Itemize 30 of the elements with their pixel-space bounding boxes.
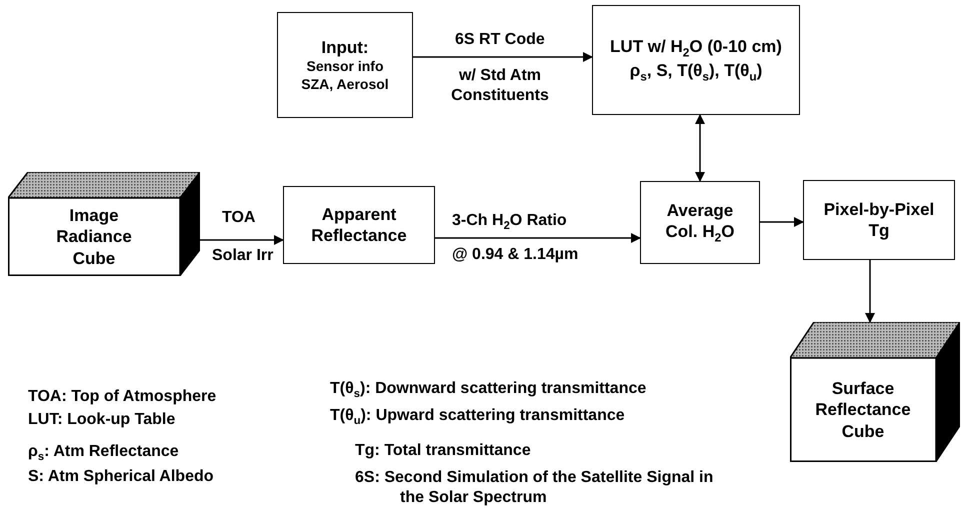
box-text: Apparent Reflectance bbox=[310, 204, 408, 246]
arrow bbox=[435, 233, 641, 243]
arrow bbox=[413, 52, 593, 62]
box-text: Image Radiance Cube bbox=[55, 205, 133, 269]
process-box bbox=[277, 12, 413, 118]
legend-text: S: Atm Spherical Albedo bbox=[28, 467, 214, 487]
box-text: Pixel-by-Pixel Tg bbox=[822, 198, 936, 242]
legend-text: LUT: Look-up Table bbox=[28, 410, 176, 430]
arrow bbox=[695, 114, 705, 182]
process-box bbox=[283, 186, 435, 264]
arrow bbox=[865, 260, 875, 323]
process-box bbox=[640, 181, 760, 264]
box-text: Sensor info SZA, Aerosol bbox=[300, 58, 390, 94]
box-text: Surface Reflectance Cube bbox=[814, 378, 912, 442]
legend-text: T(θ$_{s}$): Downward scattering transmittance bbox=[330, 379, 646, 402]
arrow bbox=[760, 217, 804, 227]
arrow bbox=[200, 235, 284, 245]
annotation-text: Solar Irr bbox=[212, 246, 274, 266]
legend-text: T(θ$_{u}$): Upward scattering transmittance bbox=[330, 406, 625, 428]
legend-text: ρ$_{s}$: Atm Reflectance bbox=[28, 442, 179, 464]
legend-text: 6S: Second Simulation of the Satellite Signal in the Solar Spectrum bbox=[355, 468, 714, 508]
annotation-text: @ 0.94 & 1.14µm bbox=[452, 245, 578, 265]
box-text: Average Col. H$_{2}$O bbox=[664, 200, 736, 246]
box-heading: Input: bbox=[320, 36, 370, 58]
process-box bbox=[592, 5, 800, 115]
legend-text: TOA: Top of Atmosphere bbox=[28, 387, 216, 407]
box-text: LUT w/ H$_{2}$O (0-10 cm) ρ$_{s}$, S, T(θ$_{s}$), T(θ$_{u}$) bbox=[609, 36, 783, 84]
process-box bbox=[803, 180, 955, 260]
annotation-text: w/ Std Atm Constituents bbox=[450, 66, 550, 106]
legend-text: Tg: Total transmittance bbox=[355, 441, 531, 461]
